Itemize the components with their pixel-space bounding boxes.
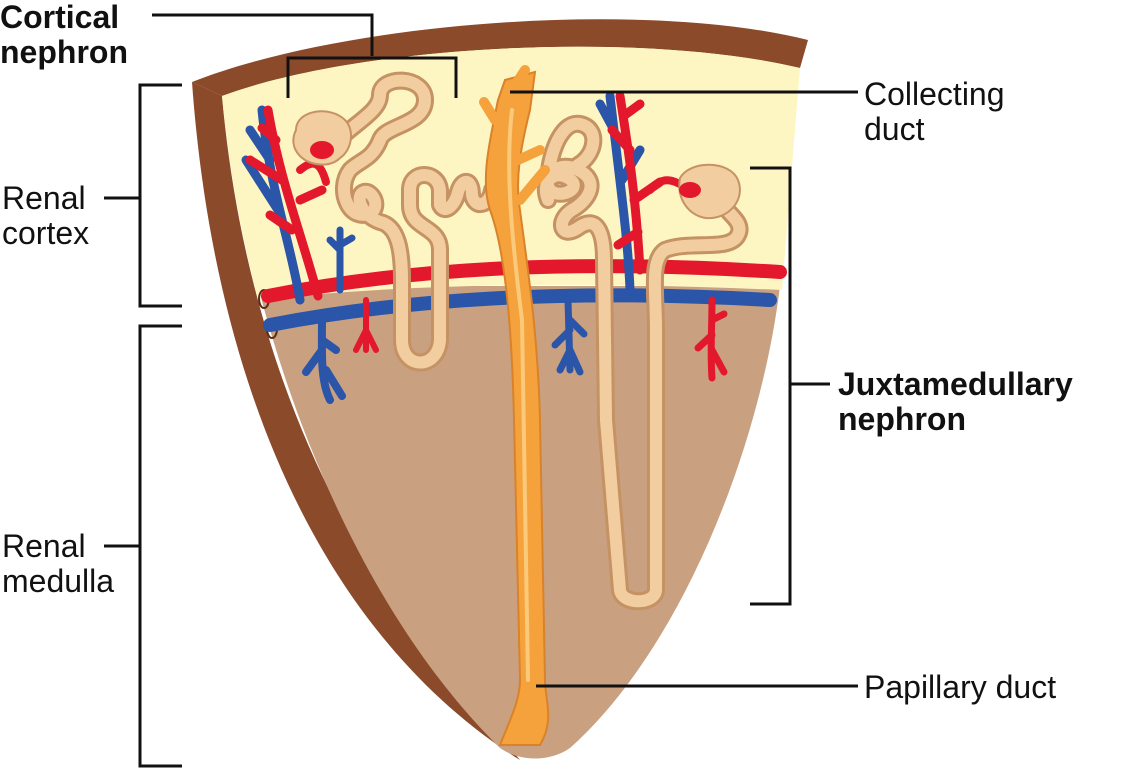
- label-juxtamedullary-nephron-line1: Juxtamedullary: [838, 367, 1073, 402]
- label-juxtamedullary-nephron-line2: nephron: [838, 402, 1073, 437]
- label-collecting-duct: Collecting duct: [864, 77, 1005, 147]
- label-papillary-duct-text: Papillary duct: [864, 670, 1056, 705]
- label-renal-medulla: Renal medulla: [2, 529, 114, 599]
- label-renal-cortex: Renal cortex: [2, 181, 89, 251]
- label-cortical-nephron-line2: nephron: [0, 35, 128, 70]
- label-cortical-nephron: Cortical nephron: [0, 0, 128, 70]
- juxtamedullary-glomerulus: [679, 182, 701, 198]
- label-collecting-duct-line1: Collecting: [864, 77, 1005, 112]
- renal-cortex-bracket: [140, 85, 182, 306]
- renal-medulla-bracket: [140, 326, 182, 766]
- label-cortical-nephron-line1: Cortical: [0, 0, 128, 35]
- label-renal-medulla-line2: medulla: [2, 564, 114, 599]
- cortical-glomerulus: [310, 141, 334, 159]
- label-papillary-duct: Papillary duct: [864, 670, 1056, 705]
- label-renal-cortex-line1: Renal: [2, 181, 89, 216]
- label-renal-medulla-line1: Renal: [2, 529, 114, 564]
- label-renal-cortex-line2: cortex: [2, 216, 89, 251]
- label-juxtamedullary-nephron: Juxtamedullary nephron: [838, 367, 1073, 437]
- label-collecting-duct-line2: duct: [864, 112, 1005, 147]
